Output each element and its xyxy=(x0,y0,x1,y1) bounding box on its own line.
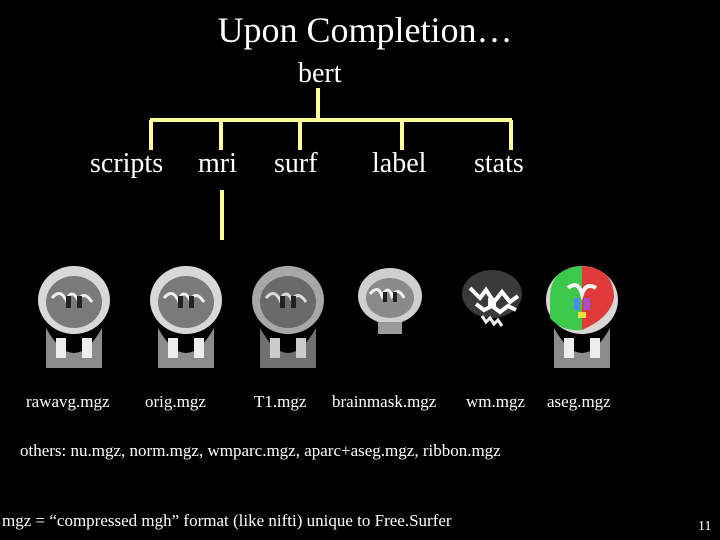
root-dir-bert: bert xyxy=(298,58,342,89)
scan-t1-image xyxy=(252,266,324,368)
file-wm: wm.mgz xyxy=(466,392,526,411)
file-brainmask: brainmask.mgz xyxy=(332,392,437,411)
dir-surf: surf xyxy=(274,148,318,179)
file-aseg: aseg.mgz xyxy=(547,392,611,411)
dir-scripts: scripts xyxy=(90,148,164,179)
scan-orig-image xyxy=(150,266,222,368)
file-orig: orig.mgz xyxy=(145,392,206,411)
scan-aseg-image xyxy=(546,266,618,368)
file-rawavg: rawavg.mgz xyxy=(26,392,110,411)
scan-rawavg-image xyxy=(38,266,110,368)
page-number: 11 xyxy=(698,519,712,534)
scan-brainmask-image xyxy=(358,268,422,334)
other-files-text: others: nu.mgz, norm.mgz, wmparc.mgz, ap… xyxy=(20,441,501,460)
dir-mri: mri xyxy=(198,148,237,179)
dir-stats: stats xyxy=(474,148,524,179)
file-t1: T1.mgz xyxy=(254,392,307,411)
mgz-format-note: mgz = “compressed mgh” format (like nift… xyxy=(2,511,452,530)
slide-title: Upon Completion… xyxy=(217,10,513,50)
scan-wm-image xyxy=(462,270,522,327)
dir-label: label xyxy=(372,148,427,179)
